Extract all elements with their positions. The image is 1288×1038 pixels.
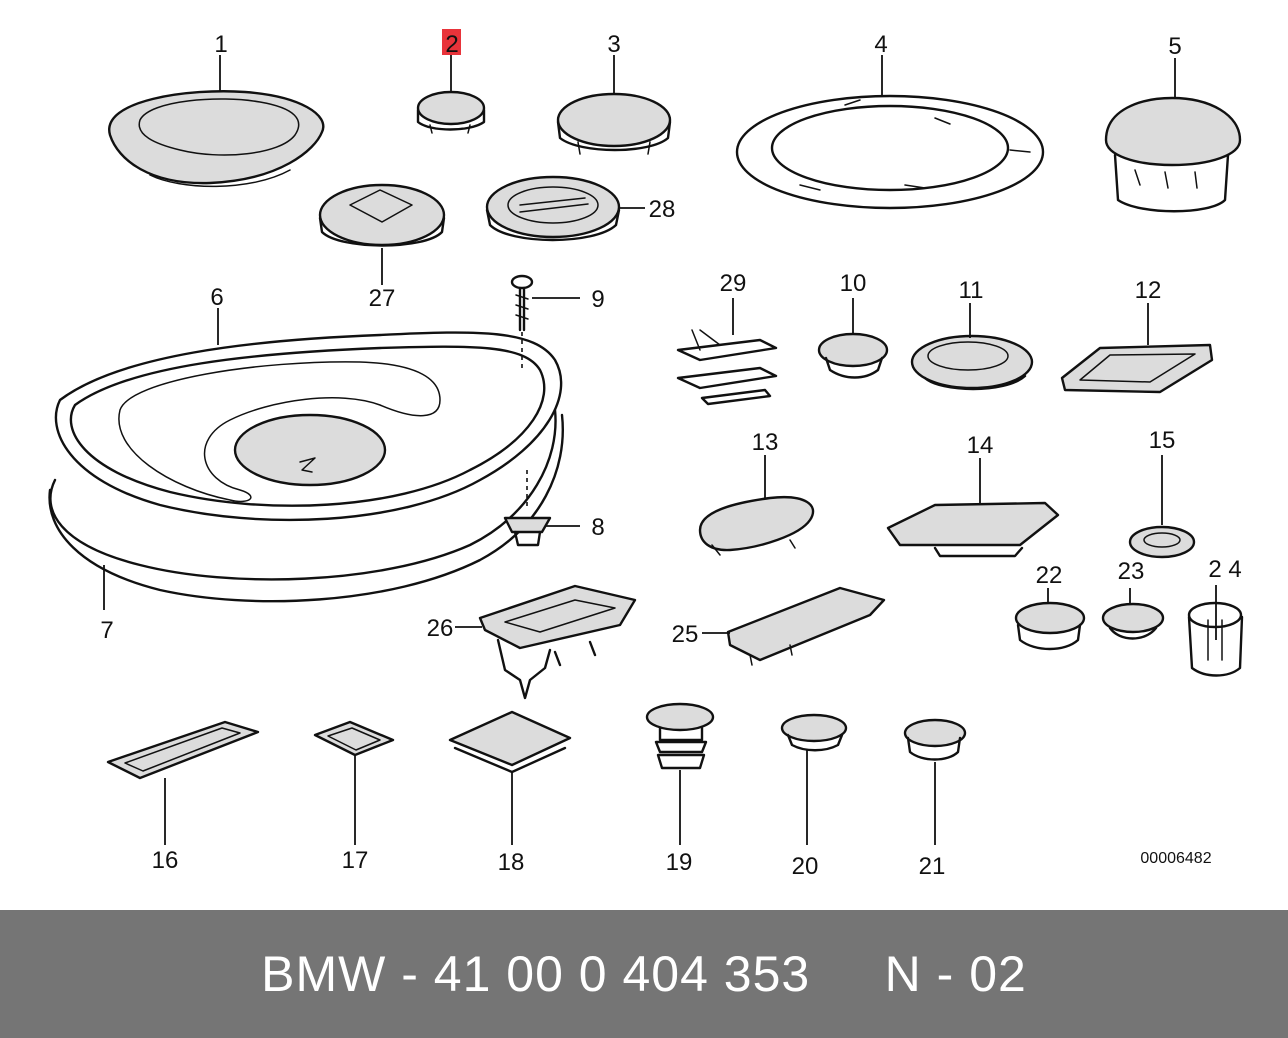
callout-23: 23: [1118, 558, 1145, 585]
drawing-number: 00006482: [1140, 850, 1211, 867]
part-16-drawing: [106, 720, 260, 780]
parts-diagram: 1 2 3 4 5 6 7 8 9 10 11 12 13 14 15 16 1…: [48, 29, 1244, 880]
part-20-drawing: [780, 713, 848, 752]
callout-3: 3: [607, 31, 620, 58]
part-17-drawing: [313, 720, 395, 757]
callout-4: 4: [874, 31, 887, 58]
part-27-drawing: [318, 183, 446, 247]
part-25-drawing: [726, 586, 886, 666]
callout-27: 27: [369, 285, 396, 312]
callout-12: 12: [1135, 277, 1162, 304]
part-23-drawing: [1101, 602, 1165, 640]
callout-10: 10: [840, 270, 867, 297]
part-6-drawing: [54, 331, 563, 522]
part-8-drawing: [503, 516, 552, 547]
callout-19: 19: [666, 849, 693, 876]
callout-25: 25: [672, 621, 699, 648]
part-11-drawing: [910, 334, 1034, 391]
part-14-drawing: [886, 501, 1060, 558]
callout-13: 13: [752, 429, 779, 456]
parts-diagram-svg: 1 2 3 4 5 6 7 8 9 10 11 12 13 14 15 16 1…: [48, 29, 1244, 880]
part-26-drawing: [478, 584, 637, 700]
callout-6: 6: [210, 284, 223, 311]
callout-2-highlight: [442, 29, 461, 55]
part-9-drawing: [510, 274, 534, 332]
callout-16: 16: [152, 847, 179, 874]
callout-29: 29: [720, 270, 747, 297]
callout-20: 20: [792, 853, 819, 880]
part-4-drawing: [735, 94, 1045, 210]
part-10-drawing: [817, 332, 889, 379]
callout-21: 21: [919, 853, 946, 880]
callout-22: 22: [1036, 562, 1063, 589]
callout-24: 2 4: [1208, 556, 1241, 583]
part-13-drawing: [698, 496, 815, 556]
callout-8: 8: [591, 514, 604, 541]
part-7-drawing: [48, 408, 564, 603]
part-number-banner: BMW - 41 00 0 404 353 N - 02: [0, 910, 1288, 1038]
part-5-drawing: [1104, 96, 1242, 213]
callout-28: 28: [649, 196, 676, 223]
part-29-drawing: [676, 329, 778, 406]
part-number-text: BMW - 41 00 0 404 353 N - 02: [261, 946, 1027, 1002]
part-22-drawing: [1014, 601, 1086, 651]
callout-5: 5: [1168, 33, 1181, 60]
callout-9: 9: [591, 286, 604, 313]
part-21-drawing: [903, 718, 967, 761]
part-28-drawing: [485, 175, 621, 242]
callout-26: 26: [427, 615, 454, 642]
callout-7: 7: [100, 617, 113, 644]
part-1-drawing: [108, 90, 325, 188]
callout-17: 17: [342, 847, 369, 874]
callout-15: 15: [1149, 427, 1176, 454]
part-12-drawing: [1060, 343, 1214, 394]
callout-18: 18: [498, 849, 525, 876]
callout-11: 11: [959, 277, 984, 304]
callout-2: 2: [445, 31, 458, 58]
part-2-drawing: [416, 90, 486, 134]
part-19-drawing: [645, 702, 715, 770]
part-3-drawing: [556, 92, 672, 155]
part-24-drawing: [1187, 601, 1244, 677]
callout-1: 1: [214, 31, 227, 58]
callout-14: 14: [967, 432, 994, 459]
part-15-drawing: [1128, 525, 1196, 559]
part-18-drawing: [448, 710, 572, 774]
